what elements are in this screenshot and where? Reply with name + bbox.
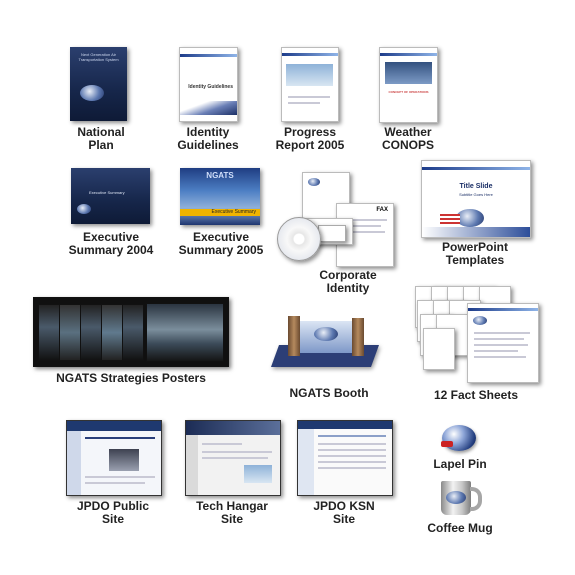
lapel-pin-label: Lapel Pin (433, 457, 487, 471)
jpdo-public-site-screenshot (66, 420, 162, 496)
poster-5 (122, 304, 144, 361)
national-plan-cover: Next Generation Air Transportation Syste… (70, 47, 127, 121)
corporate-identity-label-1: Corporate (319, 268, 377, 282)
ngats-logo-icon (77, 204, 91, 214)
poster-3 (80, 304, 102, 361)
cd-disc-icon (277, 217, 321, 261)
ngats-logo-icon (314, 327, 338, 341)
exec-2004-label-2: Summary 2004 (68, 243, 154, 257)
ngats-logo-icon (80, 85, 104, 101)
weather-conops-label-2: CONOPS (381, 138, 434, 152)
slide-subtitle: Subtitle Goes Here (459, 192, 493, 197)
poster-featured (146, 303, 224, 362)
exec-2005-header: NGATS (206, 171, 234, 180)
exec-2004-cover-title: Executive Summary (89, 190, 125, 195)
posters-label: NGATS Strategies Posters (56, 371, 206, 385)
tech-hangar-label-1: Tech Hangar (196, 499, 268, 513)
ngats-logo-icon (308, 178, 320, 186)
flag-icon (440, 214, 460, 224)
booth-column-right (352, 318, 364, 356)
fax-label: FAX (376, 207, 388, 213)
national-plan-label-1: National (77, 125, 125, 139)
progress-report-label-2: Report 2005 (275, 138, 345, 152)
tech-hangar-label-2: Site (220, 512, 243, 526)
identity-guidelines-cover: Identity Guidelines (179, 47, 238, 122)
coffee-mug-icon (441, 481, 471, 515)
jpdo-ksn-label-1: JPDO KSN (313, 499, 375, 513)
national-plan-label-2: Plan (88, 138, 114, 152)
powerpoint-label-2: Templates (445, 253, 505, 267)
exec-2005-label-1: Executive (192, 230, 250, 244)
exec-2004-cover: Executive Summary (71, 168, 150, 224)
slide-title: Title Slide (459, 183, 493, 190)
title-slide: Title Slide Subtitle Goes Here (421, 160, 531, 238)
weather-conops-cover: CONCEPT OF OPERATIONS (379, 47, 438, 123)
poster-2 (59, 304, 81, 361)
fact-sheet-11 (423, 328, 455, 370)
powerpoint-label-1: PowerPoint (441, 240, 508, 254)
ngats-logo-icon (473, 316, 487, 325)
exec-2005-label-2: Summary 2005 (178, 243, 264, 257)
poster-1 (38, 304, 60, 361)
jpdo-ksn-site-screenshot (297, 420, 393, 496)
exec-2004-label-1: Executive (82, 230, 140, 244)
ngats-logo-icon (456, 209, 484, 227)
identity-guidelines-label-1: Identity (186, 125, 230, 139)
progress-report-cover (281, 47, 339, 122)
booth-column-left (288, 316, 300, 356)
coffee-mug-label: Coffee Mug (427, 521, 493, 535)
fact-sheet-featured (467, 303, 539, 383)
jpdo-ksn-label-2: Site (332, 512, 355, 526)
identity-guidelines-label-2: Guidelines (177, 138, 239, 152)
jpdo-public-label-2: Site (101, 512, 124, 526)
identity-cover-title: Identity Guidelines (188, 84, 233, 90)
fact-sheets-label: 12 Fact Sheets (433, 388, 519, 402)
progress-report-label-1: Progress (283, 125, 337, 139)
weather-cover-title: CONCEPT OF OPERATIONS (388, 90, 429, 94)
exec-2005-band: Executive Summary (180, 209, 260, 216)
corporate-identity-label-2: Identity (326, 281, 370, 295)
tech-hangar-site-screenshot (185, 420, 281, 496)
booth-label: NGATS Booth (289, 386, 369, 400)
exec-2005-cover: NGATS Executive Summary (180, 168, 260, 225)
national-plan-cover-title: Next Generation Air Transportation Syste… (78, 52, 119, 62)
poster-4 (101, 304, 123, 361)
jpdo-public-label-1: JPDO Public (76, 499, 150, 513)
lapel-pin-icon (442, 425, 476, 451)
business-card (318, 225, 346, 242)
weather-conops-label-1: Weather (384, 125, 432, 139)
